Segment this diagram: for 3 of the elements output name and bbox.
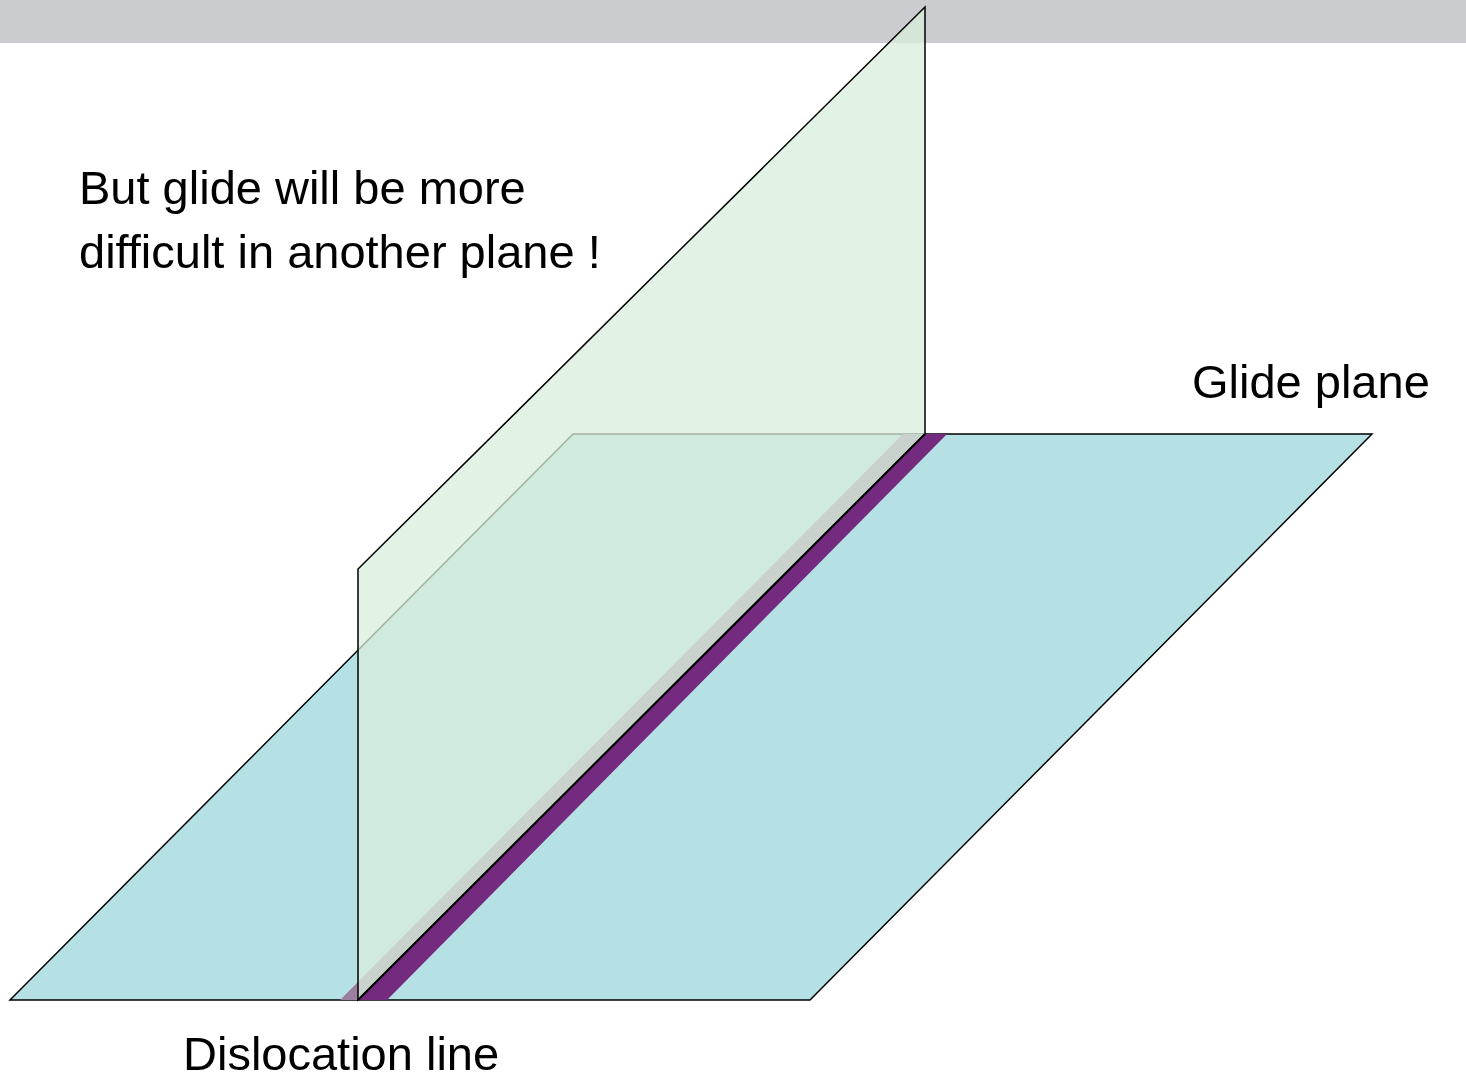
plane-label: Glide plane bbox=[1192, 354, 1431, 410]
annotation-text: But glide will be more difficult in another plane ! bbox=[79, 160, 602, 280]
line-label: Dislocation line bbox=[183, 1026, 501, 1077]
